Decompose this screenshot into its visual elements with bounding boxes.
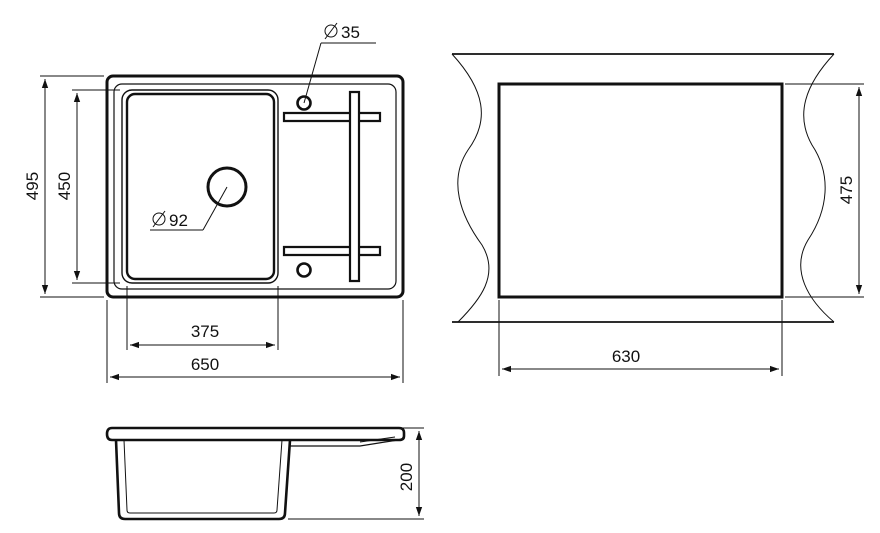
countertop-cutout-view: 475 630: [451, 53, 864, 376]
sink-rim: [105, 426, 406, 442]
sink-outer-outline: [105, 74, 405, 299]
bowl-height-label: 450: [55, 172, 74, 200]
cutout-rectangle: [497, 82, 784, 299]
cutout-width-label: 630: [612, 347, 640, 366]
break-line-left: [451, 53, 490, 323]
drainer-grooves: [282, 90, 382, 283]
tap-hole-bottom: [296, 262, 312, 278]
tap-hole-diameter-label: 35: [341, 23, 360, 42]
tap-hole-top: [296, 95, 312, 111]
sink-depth-label: 200: [397, 463, 416, 491]
bowl-inner-outline: [125, 92, 276, 281]
bowl-outline: [121, 89, 279, 284]
cutout-height-label: 475: [837, 176, 856, 204]
sink-inner-outline: [113, 83, 397, 290]
break-line-right: [800, 53, 835, 323]
drain-hole: [206, 166, 248, 208]
sink-top-view: 35 92 495 450 375 650: [23, 22, 405, 383]
drain-diameter-label: 92: [169, 211, 188, 230]
sink-side-view: 200: [105, 426, 424, 521]
overall-height-label: 495: [23, 172, 42, 200]
bowl-profile: [114, 439, 292, 521]
bowl-width-label: 375: [191, 322, 219, 341]
overall-width-label: 650: [191, 355, 219, 374]
